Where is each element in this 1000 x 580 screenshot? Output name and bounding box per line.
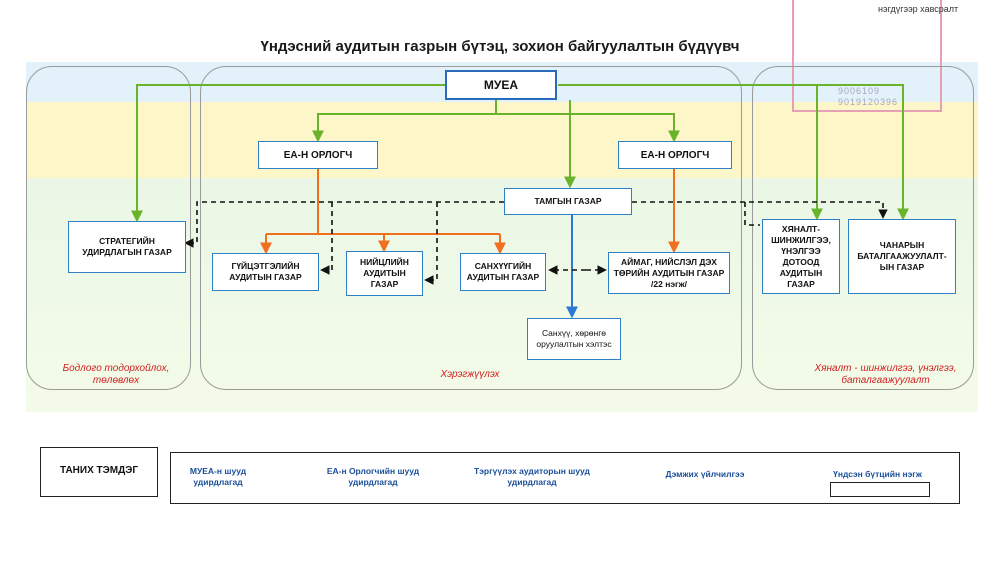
stamp-frame bbox=[792, 0, 942, 112]
zone-right bbox=[752, 66, 974, 390]
zone-middle-label: Хэрэгжүүлэх bbox=[440, 369, 500, 380]
line-secretariat-right bbox=[632, 201, 888, 219]
line-muea-deputies bbox=[312, 100, 497, 143]
node-deputy-left: ЕА-Н ОРЛОГЧ bbox=[258, 141, 378, 169]
node-finance-system: Санхүү, хөрөнгө оруулалтын хэлтэс bbox=[527, 318, 621, 360]
legend-item-dashed: Дэмжих үйлчилгээ bbox=[665, 469, 745, 479]
node-deputy-right: ЕА-Н ОРЛОГЧ bbox=[618, 141, 732, 169]
line-muea-deputy-right bbox=[496, 113, 680, 143]
zone-left bbox=[26, 66, 191, 390]
legend-title-box bbox=[40, 447, 158, 497]
node-secretariat: ТАМГЫН ГАЗАР bbox=[504, 188, 632, 215]
node-monitoring: ХЯНАЛТ-ШИНЖИЛГЭЭ, ҮНЭЛГЭЭ ДОТООД АУДИТЫН… bbox=[762, 219, 840, 294]
legend-unit-swatch bbox=[830, 482, 930, 497]
legend-item-green: МУЕА-н шууд удирдлагад bbox=[189, 466, 247, 487]
line-secretariat-left bbox=[184, 201, 504, 248]
node-financial: САНХҮҮГИЙН АУДИТЫН ГАЗАР bbox=[460, 253, 546, 291]
legend-title: ТАНИХ ТЭМДЭГ bbox=[59, 465, 139, 476]
node-muea: МУЕА bbox=[445, 70, 557, 100]
node-regional: АЙМАГ, НИЙСЛЭЛ ДЭХ ТӨРИЙН АУДИТЫН ГАЗАР … bbox=[608, 252, 730, 294]
line-dash-performance bbox=[320, 202, 333, 275]
node-compliance: НИЙЦЛИЙН АУДИТЫН ГАЗАР bbox=[346, 251, 423, 296]
zone-middle bbox=[200, 66, 742, 390]
legend-box bbox=[170, 452, 960, 504]
line-dash-compliance bbox=[424, 202, 438, 285]
node-performance: ГҮЙЦЭТГЭЛИЙН АУДИТЫН ГАЗАР bbox=[212, 253, 319, 291]
stamp-number-2: 9019120396 bbox=[838, 97, 899, 107]
legend-item-blue: Тэргүүлэх аудиторын шууд удирдлагад bbox=[474, 466, 590, 487]
legend-item-orange: ЕА-н Орлогчийн шууд удирдлагад bbox=[326, 466, 420, 487]
zone-right-label: Хяналт - шинжилгээ, үнэлгээ, баталгаажуу… bbox=[814, 363, 957, 386]
page-title: Үндэсний аудитын газрын бүтэц, зохион ба… bbox=[260, 38, 740, 55]
line-muea-strategy bbox=[131, 84, 445, 223]
line-dash-monitoring bbox=[744, 202, 760, 226]
zone-left-label: Бодлого тодорхойлох, төлөвлөх bbox=[62, 363, 170, 386]
stamp-number-1: 9006109 bbox=[838, 86, 881, 96]
line-muea-right bbox=[558, 84, 909, 221]
legend-item-unit: Үндсэн бүтцийн нэгж bbox=[833, 469, 922, 479]
stamp-text: нэгдүгээр хавсралт bbox=[878, 4, 959, 14]
node-quality: ЧАНАРЫН БАТАЛГААЖУУЛАЛТ-ЫН ГАЗАР bbox=[848, 219, 956, 294]
node-strategy: СТРАТЕГИЙН УДИРДЛАГЫН ГАЗАР bbox=[68, 221, 186, 273]
